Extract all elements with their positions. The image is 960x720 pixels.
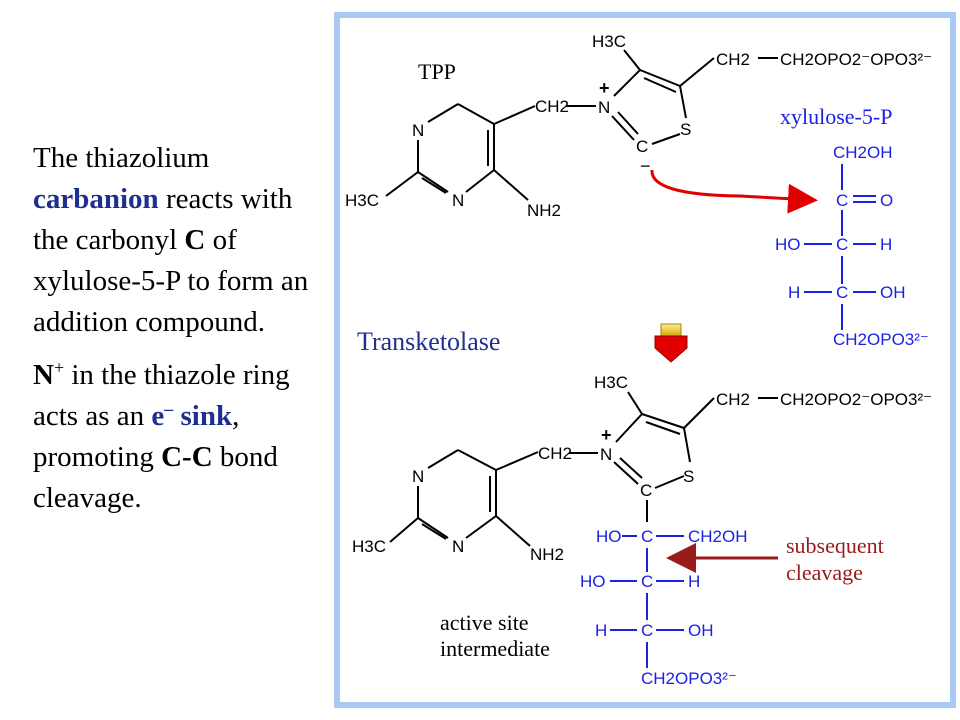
term-carbanion: carbanion: [33, 183, 159, 215]
term-sink: sink: [173, 400, 233, 432]
label-cleavage: cleavage: [786, 560, 863, 585]
b-atom-tail-phosphate: CH2OPO2⁻OPO3²⁻: [780, 390, 932, 409]
b-c4: C: [641, 621, 653, 640]
label-xylulose: xylulose-5-P: [780, 104, 892, 129]
figure-frame: [334, 12, 956, 708]
b-ch2oh: CH2OH: [688, 527, 748, 546]
xyl-c4: C: [836, 283, 848, 302]
b-h3: H: [688, 572, 700, 591]
atom-ch2-tail: CH2: [716, 50, 750, 69]
b-h4: H: [595, 621, 607, 640]
b-atom-n-bottom: N: [452, 537, 464, 556]
atom-h3c-pyr: H3C: [345, 191, 379, 210]
label-intermediate: intermediate: [440, 636, 550, 661]
b-atom-h3c-pyr: H3C: [352, 537, 386, 556]
b-atom-ch2-tail: CH2: [716, 390, 750, 409]
b-ho-c2: HO: [596, 527, 622, 546]
xyl-c2: C: [836, 191, 848, 210]
label-active-site: active site: [440, 610, 529, 635]
b-atom-n-thiazole: N: [600, 445, 612, 464]
xyl-o: O: [880, 191, 893, 210]
term-e: e: [151, 400, 165, 432]
caption-paragraph-2: N+ in the thiazole ring acts as an e– si…: [33, 357, 290, 514]
xyl-h3: H: [880, 235, 892, 254]
b-c3: C: [641, 572, 653, 591]
label-subsequent: subsequent: [786, 533, 884, 558]
xyl-ch2oh: CH2OH: [833, 143, 893, 162]
b-atom-s: S: [683, 467, 694, 486]
atom-c2: C: [636, 137, 648, 156]
b-oh4: OH: [688, 621, 714, 640]
xyl-ch2opo3: CH2OPO3²⁻: [833, 330, 929, 349]
term-n: N: [33, 359, 54, 391]
b-atom-c2: C: [640, 481, 652, 500]
charge-minus: −: [640, 156, 651, 176]
term-cc: C-C: [161, 441, 213, 473]
label-transketolase: Transketolase: [357, 327, 500, 356]
atom-n-top: N: [412, 121, 424, 140]
b-atom-h3c-thz: H3C: [594, 373, 628, 392]
xyl-ho: HO: [775, 235, 801, 254]
b-c2-sugar: C: [641, 527, 653, 546]
atom-n-thiazole: N: [598, 98, 610, 117]
down-arrow-icon: [654, 323, 688, 363]
atom-nh2: NH2: [527, 201, 561, 220]
b-atom-ch2-bridge: CH2: [538, 444, 572, 463]
attack-arrow: [650, 169, 818, 214]
b-ho-c3: HO: [580, 572, 606, 591]
xyl-c3: C: [836, 235, 848, 254]
atom-ch2-bridge: CH2: [535, 97, 569, 116]
atom-tail-phosphate: CH2OPO2⁻OPO3²⁻: [780, 50, 932, 69]
label-tpp: TPP: [418, 59, 456, 84]
atom-h3c-thz: H3C: [592, 32, 626, 51]
b-charge-plus: +: [601, 425, 612, 445]
b-ch2opo3: CH2OPO3²⁻: [641, 669, 737, 688]
charge-plus: +: [599, 78, 610, 98]
b-atom-nh2: NH2: [530, 545, 564, 564]
b-atom-n-top: N: [412, 467, 424, 486]
xyl-oh4: OH: [880, 283, 906, 302]
term-c: C: [184, 224, 206, 256]
atom-s: S: [680, 120, 691, 139]
atom-n-bottom: N: [452, 191, 464, 210]
xyl-h4: H: [788, 283, 800, 302]
